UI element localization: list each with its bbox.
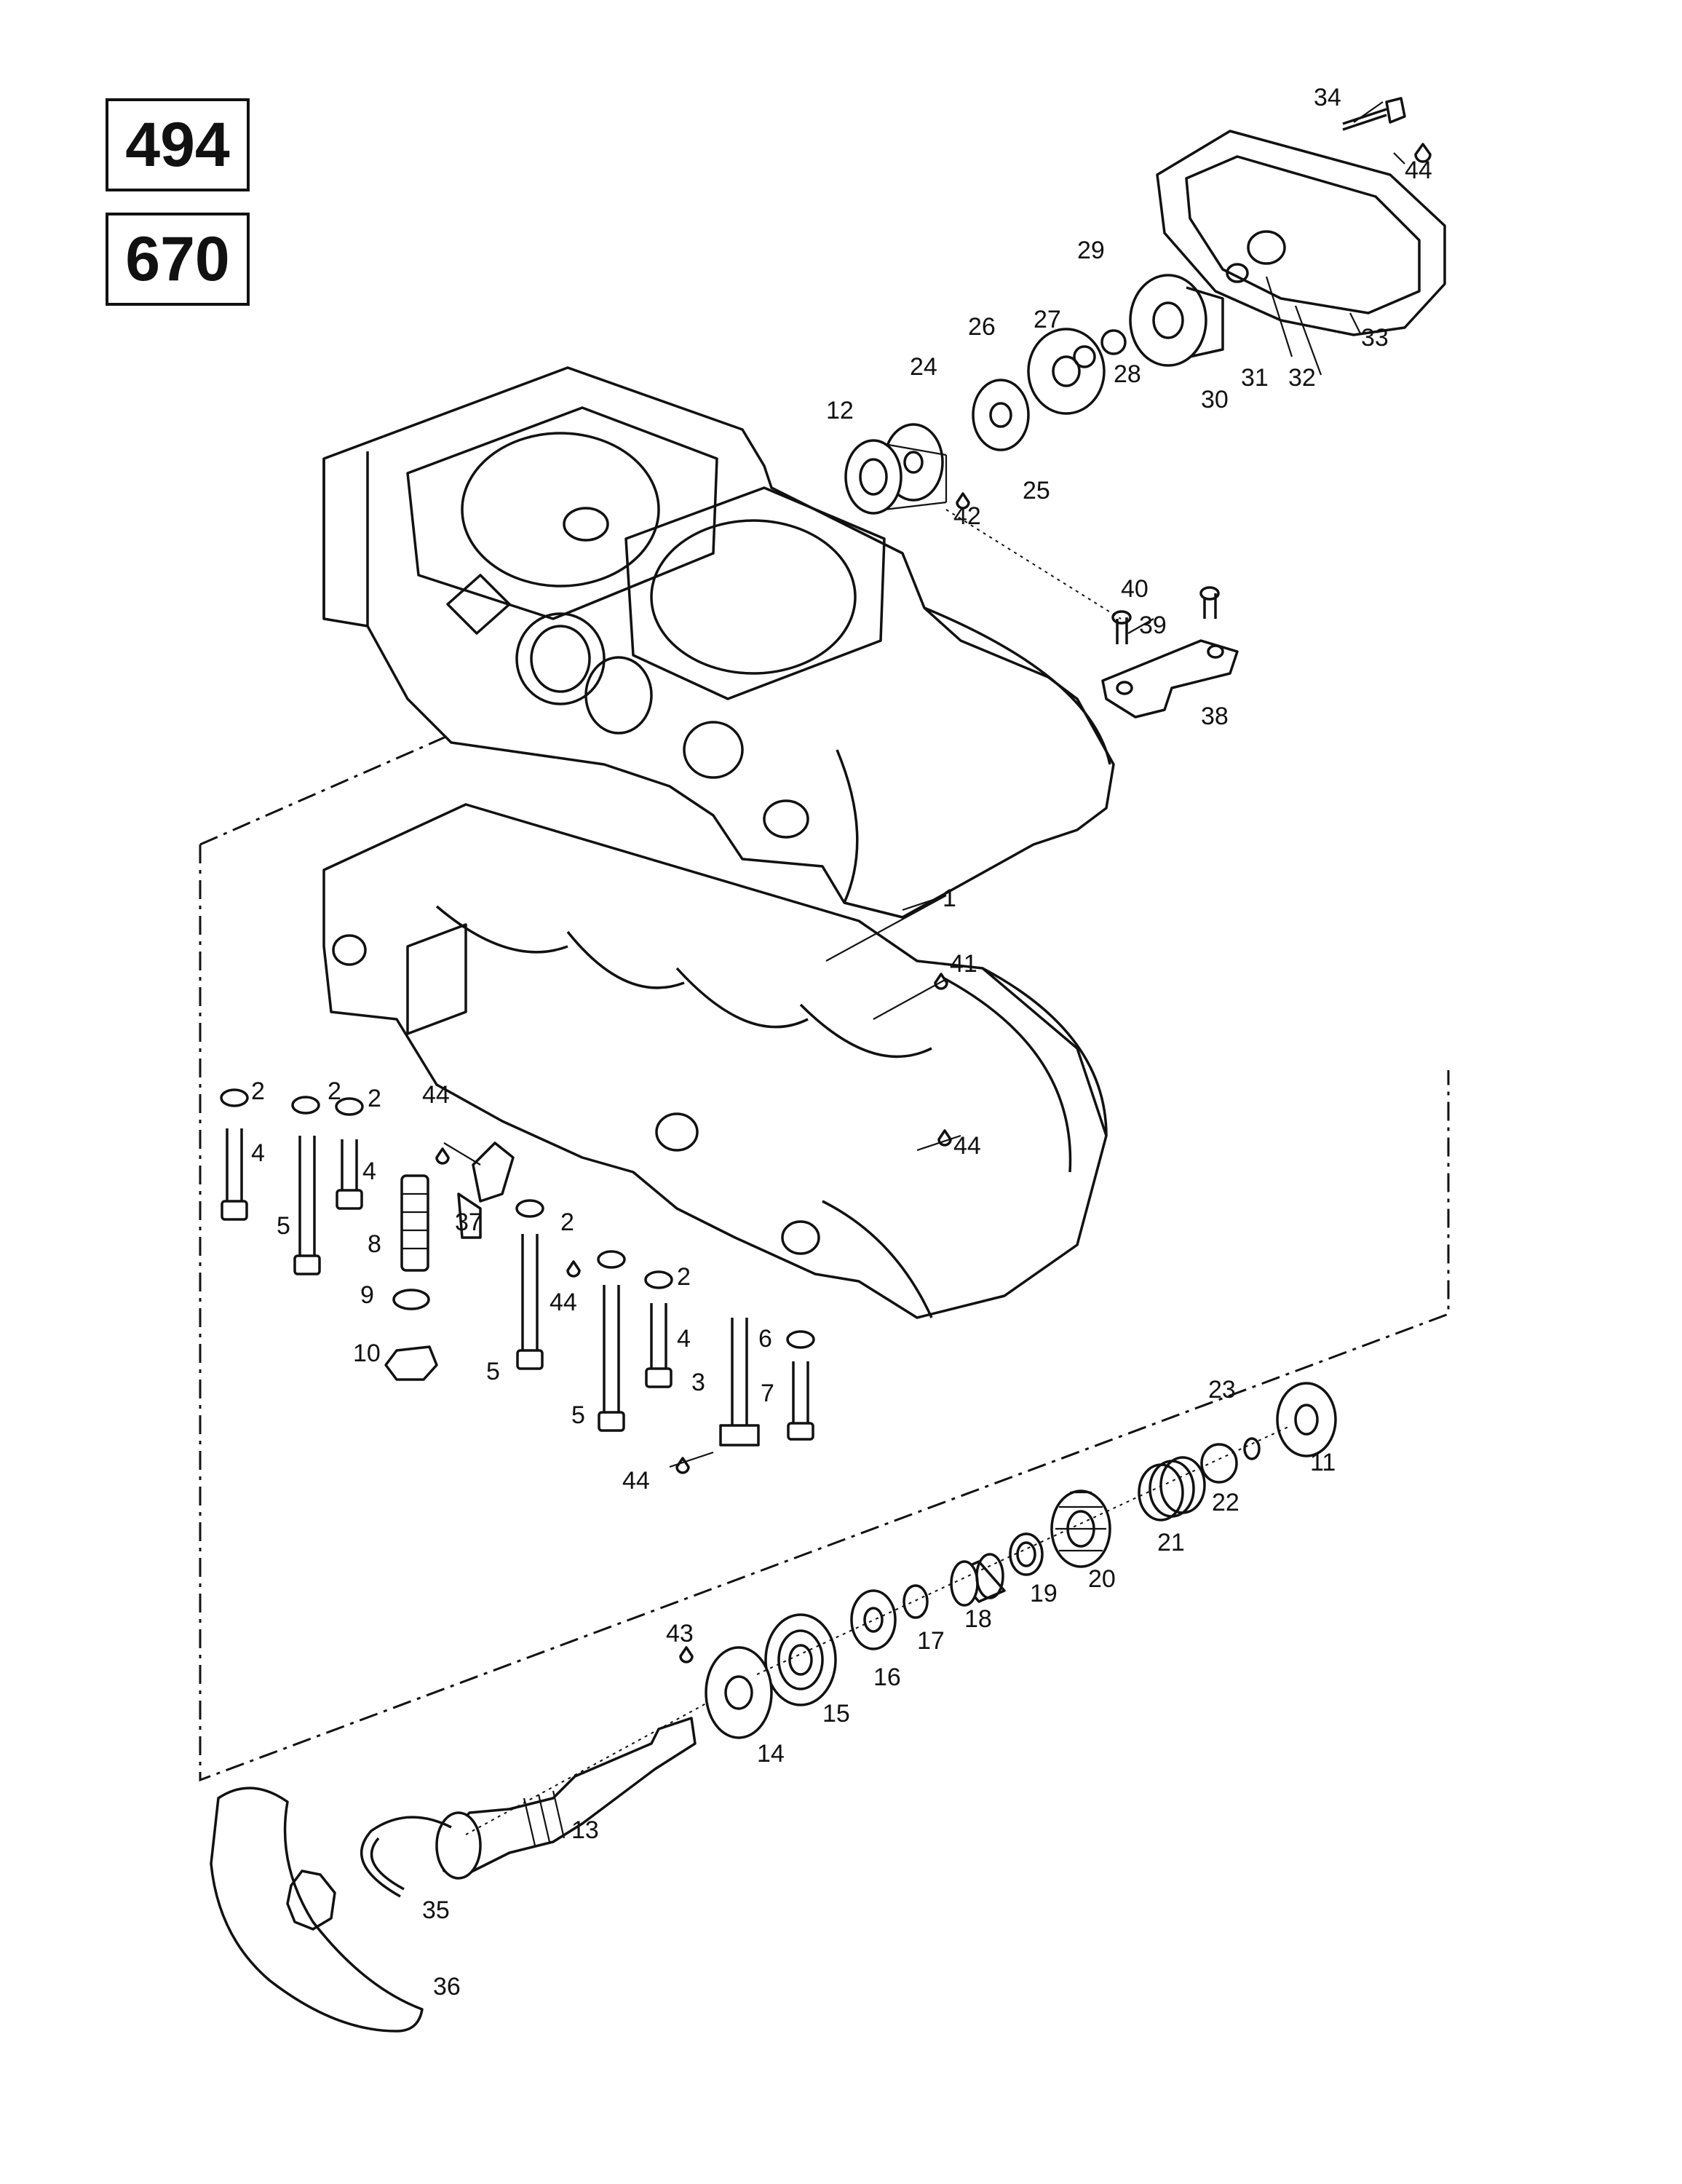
callout-2e: 2 [677, 1263, 691, 1291]
callout-14: 14 [757, 1740, 785, 1768]
bearing-11 [1276, 1382, 1337, 1457]
callout-4a: 4 [251, 1139, 265, 1167]
callout-44d: 44 [550, 1289, 577, 1316]
cover-plate-36 [210, 1787, 424, 2033]
callout-13: 13 [571, 1816, 599, 1844]
callout-18: 18 [964, 1605, 992, 1633]
lower-crankcase [322, 803, 1108, 1319]
callout-34: 34 [1314, 84, 1341, 111]
shaft-axis-line-upper [756, 1426, 1289, 1675]
callout-8: 8 [368, 1230, 381, 1258]
callout-20: 20 [1088, 1565, 1116, 1593]
callout-25: 25 [1023, 477, 1050, 505]
callout-2d: 2 [560, 1208, 574, 1236]
shaft-13 [435, 1717, 697, 1880]
callout-23: 23 [1208, 1376, 1236, 1404]
shaft-axis-line [465, 1703, 707, 1835]
bearing-12 [844, 439, 948, 515]
fasteners-center-group [515, 1199, 815, 1447]
spring-21 [1138, 1456, 1206, 1522]
callout-33: 33 [1361, 324, 1389, 352]
washer-19 [1009, 1532, 1044, 1576]
engine-code-box-494: 494 [106, 98, 250, 191]
bracket-38 [1101, 586, 1239, 719]
washer-16 [850, 1589, 897, 1650]
callout-9: 9 [360, 1281, 374, 1309]
callout-16: 16 [873, 1663, 901, 1691]
engine-code-box-670: 670 [106, 213, 250, 306]
callout-11: 11 [1310, 1449, 1336, 1476]
circlip-22 [1200, 1437, 1261, 1484]
callout-31: 31 [1241, 364, 1269, 392]
callout-26: 26 [968, 313, 996, 341]
callout-6: 6 [758, 1325, 772, 1353]
callout-15: 15 [822, 1700, 850, 1728]
callout-28: 28 [1114, 360, 1141, 388]
callout-labels: 34 44 29 27 26 24 28 33 12 30 31 32 25 4… [251, 84, 1432, 2001]
callout-22: 22 [1212, 1489, 1239, 1516]
circlip-17 [903, 1584, 929, 1619]
callout-36: 36 [433, 1973, 461, 2001]
callout-44c: 44 [953, 1132, 981, 1160]
callout-2b: 2 [328, 1077, 341, 1105]
callout-7: 7 [761, 1380, 774, 1407]
callout-44b: 44 [422, 1081, 450, 1109]
callout-10: 10 [353, 1340, 381, 1367]
callout-17: 17 [917, 1627, 945, 1655]
callout-43: 43 [666, 1620, 694, 1647]
bearing-15 [764, 1613, 837, 1706]
callout-37: 37 [455, 1208, 483, 1236]
callout-19: 19 [1030, 1580, 1058, 1607]
fasteners-left-group [220, 1088, 515, 1381]
upper-crankcase [322, 366, 1115, 919]
callout-35: 35 [422, 1896, 450, 1924]
assembly-boundary-line [199, 844, 1450, 1782]
retaining-ring-35 [360, 1816, 452, 1898]
callout-4c: 4 [677, 1325, 691, 1353]
callout-40: 40 [1121, 575, 1149, 603]
callout-30: 30 [1201, 386, 1229, 414]
callout-5a: 5 [277, 1212, 290, 1240]
callout-21: 21 [1157, 1529, 1185, 1556]
callout-44: 44 [1405, 157, 1432, 184]
callout-2c: 2 [368, 1085, 381, 1112]
callout-38: 38 [1201, 703, 1229, 730]
callout-5c: 5 [571, 1401, 585, 1429]
bushing-18 [950, 1553, 1006, 1607]
callout-44e: 44 [622, 1467, 650, 1495]
callout-29: 29 [1077, 237, 1105, 264]
callout-27: 27 [1034, 306, 1061, 333]
callout-41: 41 [950, 950, 977, 978]
leader-lines [443, 101, 1405, 1468]
gear-20 [1050, 1489, 1111, 1568]
bolt-34 [1342, 97, 1406, 131]
water-pump-housing [1156, 130, 1446, 336]
impeller [1129, 274, 1224, 367]
seal-14 [705, 1646, 773, 1739]
callout-42: 42 [953, 502, 981, 530]
callout-24: 24 [910, 353, 937, 381]
leader-line [945, 509, 1122, 620]
callout-4b: 4 [362, 1158, 376, 1185]
callout-12: 12 [826, 397, 854, 424]
callout-32: 32 [1288, 364, 1316, 392]
callout-1: 1 [943, 885, 956, 912]
callout-5b: 5 [486, 1358, 500, 1385]
callout-39: 39 [1139, 612, 1167, 639]
callout-3: 3 [691, 1369, 705, 1396]
callout-2a: 2 [251, 1077, 265, 1105]
